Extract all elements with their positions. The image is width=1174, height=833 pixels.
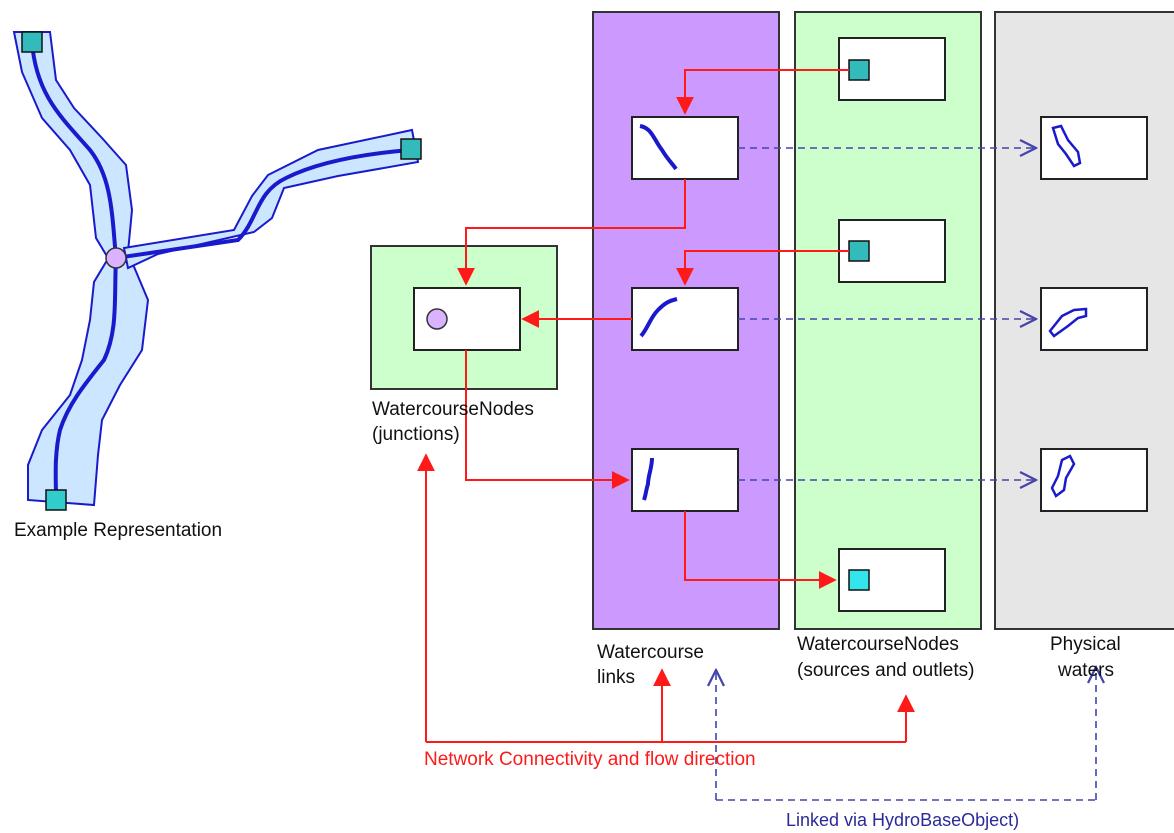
river-centerline-south — [53, 257, 118, 499]
water-box-2 — [1040, 287, 1148, 351]
outlet-node-icon — [848, 569, 870, 591]
hydrobase-links — [716, 148, 1096, 801]
arrow-source2-to-link2 — [676, 250, 849, 286]
links-label-line2: links — [597, 667, 635, 688]
junctions-label-line2: (junctions) — [372, 424, 460, 445]
river-centerline-north — [30, 41, 118, 259]
node-box-outlet — [838, 548, 946, 612]
arrow-junction-to-link3 — [465, 350, 630, 489]
link-box-1 — [631, 116, 739, 180]
link-box-2 — [631, 287, 739, 351]
node-box-source-2 — [838, 219, 946, 283]
nodes-label-line2: (sources and outlets) — [797, 660, 974, 681]
link-box-3 — [631, 448, 739, 512]
link-curve-icon — [639, 124, 678, 171]
link-curve-icon — [639, 297, 678, 338]
arrow-link1-to-junction — [457, 179, 686, 286]
junctions-label-line1: WatercourseNodes — [372, 399, 534, 420]
water-polygon-icon — [1051, 124, 1082, 168]
source-node-icon — [400, 138, 422, 160]
junction-box — [413, 287, 521, 351]
nodes-label-line1: WatercourseNodes — [797, 634, 959, 655]
water-polygon-icon — [1048, 307, 1088, 338]
water-polygon-icon — [1050, 454, 1076, 498]
source-node-icon — [848, 59, 870, 81]
source-node-icon — [848, 240, 870, 262]
water-box-3 — [1040, 448, 1148, 512]
links-label-line1: Watercourse — [597, 642, 704, 663]
outlet-node-icon — [45, 489, 67, 511]
legend-linked-label: Linked via HydroBaseObject) — [786, 810, 1019, 830]
legend-network-label: Network Connectivity and flow direction — [424, 749, 756, 770]
river-centerline-east — [115, 148, 411, 260]
junction-node-icon — [105, 247, 127, 269]
arrow-source1-to-link1 — [676, 69, 849, 115]
link-curve-icon — [642, 457, 654, 501]
arrow-link3-to-outlet — [684, 511, 837, 589]
physical-label-line1: Physical — [1050, 634, 1121, 655]
source-node-icon — [21, 31, 43, 53]
physical-label-line2: waters — [1057, 660, 1114, 681]
node-box-source-1 — [838, 37, 946, 101]
junction-node-icon — [426, 308, 448, 330]
nodes-panel — [794, 11, 982, 630]
example-representation: Example Representation — [12, 31, 422, 541]
water-box-1 — [1040, 116, 1148, 180]
network-arrows — [417, 69, 915, 743]
example-caption: Example Representation — [14, 520, 222, 541]
